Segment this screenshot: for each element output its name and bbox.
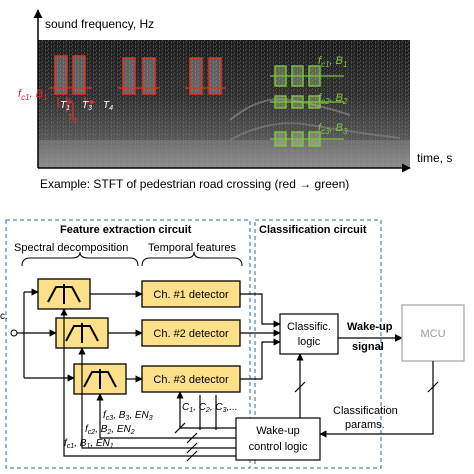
green-label-3: fc3, B3 [318, 122, 348, 136]
classific-logic-block: Classific. logic [279, 313, 339, 355]
green-band-lines [270, 75, 344, 140]
mcu-label: MCU [420, 328, 445, 340]
input-wires [17, 288, 75, 382]
detector-label: Ch. #2 detector [153, 328, 229, 340]
wake-up-control-block: Wake-up control logic [235, 417, 321, 461]
filter-detector-wires [90, 290, 143, 383]
feature-extraction-title: Feature extraction circuit [60, 224, 192, 236]
spectrogram-trace [229, 98, 351, 121]
param-buses [60, 308, 236, 462]
detector-label: Ch. #1 detector [153, 289, 229, 301]
classification-params-line2: params. [345, 419, 385, 431]
c-params-label: C1, C2, C3,... [182, 402, 238, 414]
detector-ch3: Ch. #3 detector [141, 365, 241, 393]
red-box [208, 57, 222, 95]
bandpass-icon [47, 284, 81, 304]
red-time-markers [57, 97, 96, 120]
classification-region [254, 219, 382, 469]
spectrogram-trace [229, 122, 401, 141]
wake-up-line2: signal [352, 341, 384, 353]
red-box [72, 55, 86, 95]
detector-ch2: Ch. #2 detector [141, 319, 241, 347]
temporal-brace [141, 251, 243, 267]
t1-label: T1 [60, 100, 70, 112]
bus-slash [294, 381, 306, 393]
classific-logic-line1: Classific. [287, 321, 331, 333]
red-box [189, 57, 203, 95]
bandpass-filter-1 [37, 278, 91, 310]
t2-label: T2 [67, 113, 77, 125]
param-row-3: fc3, B3, EN3 [103, 410, 153, 422]
red-box [122, 57, 136, 95]
spectral-brace [21, 251, 139, 267]
wake-up-line1: Wake-up [347, 321, 393, 333]
detector-label: Ch. #3 detector [153, 374, 229, 386]
input-label: c. [0, 311, 8, 322]
t4-label: T4 [103, 100, 113, 112]
param-row-2: fc2, B2, EN2 [85, 424, 135, 436]
bandpass-filter-2 [55, 317, 109, 349]
classific-logic-line2: logic [298, 336, 321, 348]
spectrogram-low-band [38, 140, 410, 168]
bandpass-icon [65, 323, 99, 343]
input-node [10, 329, 18, 337]
detector-ch1: Ch. #1 detector [141, 280, 241, 308]
block-diagram: Feature extraction circuit Classificatio… [0, 219, 465, 469]
green-feature-boxes [274, 65, 321, 147]
bandpass-icon [83, 369, 117, 389]
spectrogram-caption: Example: STFT of pedestrian road crossin… [40, 177, 349, 191]
feature-extraction-region [5, 219, 251, 469]
mcu-block: MCU [401, 304, 465, 362]
spectrogram-panel: sound frequency, Hz time, s fc1, B1 [18, 9, 452, 191]
spectrogram-noise [38, 40, 410, 168]
green-label-2: fc2, B2 [318, 92, 348, 106]
x-axis-label: time, s [417, 151, 452, 165]
red-fc-label: fc1, B1 [18, 88, 47, 102]
classification-title: Classification circuit [259, 224, 367, 236]
params-bus [319, 361, 439, 438]
t3-label: T3 [82, 100, 92, 112]
red-feature-boxes [54, 55, 222, 95]
temporal-features-label: Temporal features [148, 242, 237, 254]
wake-up-control-line1: Wake-up [256, 425, 300, 437]
red-box [54, 55, 68, 95]
classification-params-line1: Classification [333, 405, 398, 417]
wake-up-control-line2: control logic [249, 441, 308, 453]
red-box [142, 57, 156, 95]
green-label-1: fc1, B1 [318, 55, 347, 69]
spectral-decomposition-label: Spectral decomposition [14, 242, 128, 254]
y-axis-label: sound frequency, Hz [45, 17, 154, 31]
detector-output-wires [240, 293, 281, 380]
param-row-1: fc1, B1, EN1 [64, 438, 114, 450]
